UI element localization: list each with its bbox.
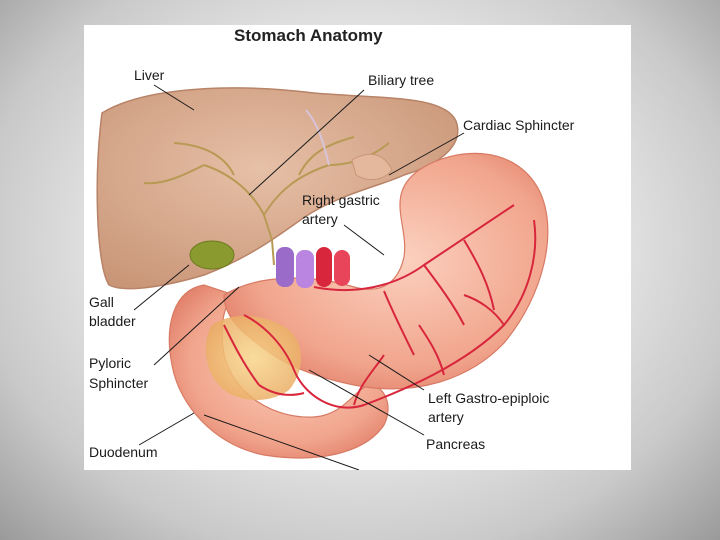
gallbladder-shape <box>190 241 234 269</box>
anatomy-figure: Stomach Anatomy Liver Biliary tree Cardi… <box>84 25 631 470</box>
label-gall-bladder-line1: Gall <box>89 294 114 311</box>
label-right-gastric-artery-line2: artery <box>302 211 338 228</box>
label-left-gastro-epiploic-line1: Left Gastro-epiploic <box>428 390 549 407</box>
label-cardiac-sphincter: Cardiac Sphincter <box>463 117 574 134</box>
label-duodenum: Duodenum <box>89 444 158 461</box>
label-left-gastro-epiploic-line2: artery <box>428 409 464 426</box>
label-pancreas: Pancreas <box>426 436 485 453</box>
label-right-gastric-artery-line1: Right gastric <box>302 192 380 209</box>
label-pyloric-sphincter-line1: Pyloric <box>89 355 131 372</box>
figure-title: Stomach Anatomy <box>234 26 383 46</box>
label-pyloric-sphincter-line2: Sphincter <box>89 375 148 392</box>
label-gall-bladder-line2: bladder <box>89 313 136 330</box>
label-liver: Liver <box>134 67 164 84</box>
label-biliary-tree: Biliary tree <box>368 72 434 89</box>
central-vessels <box>276 247 350 288</box>
